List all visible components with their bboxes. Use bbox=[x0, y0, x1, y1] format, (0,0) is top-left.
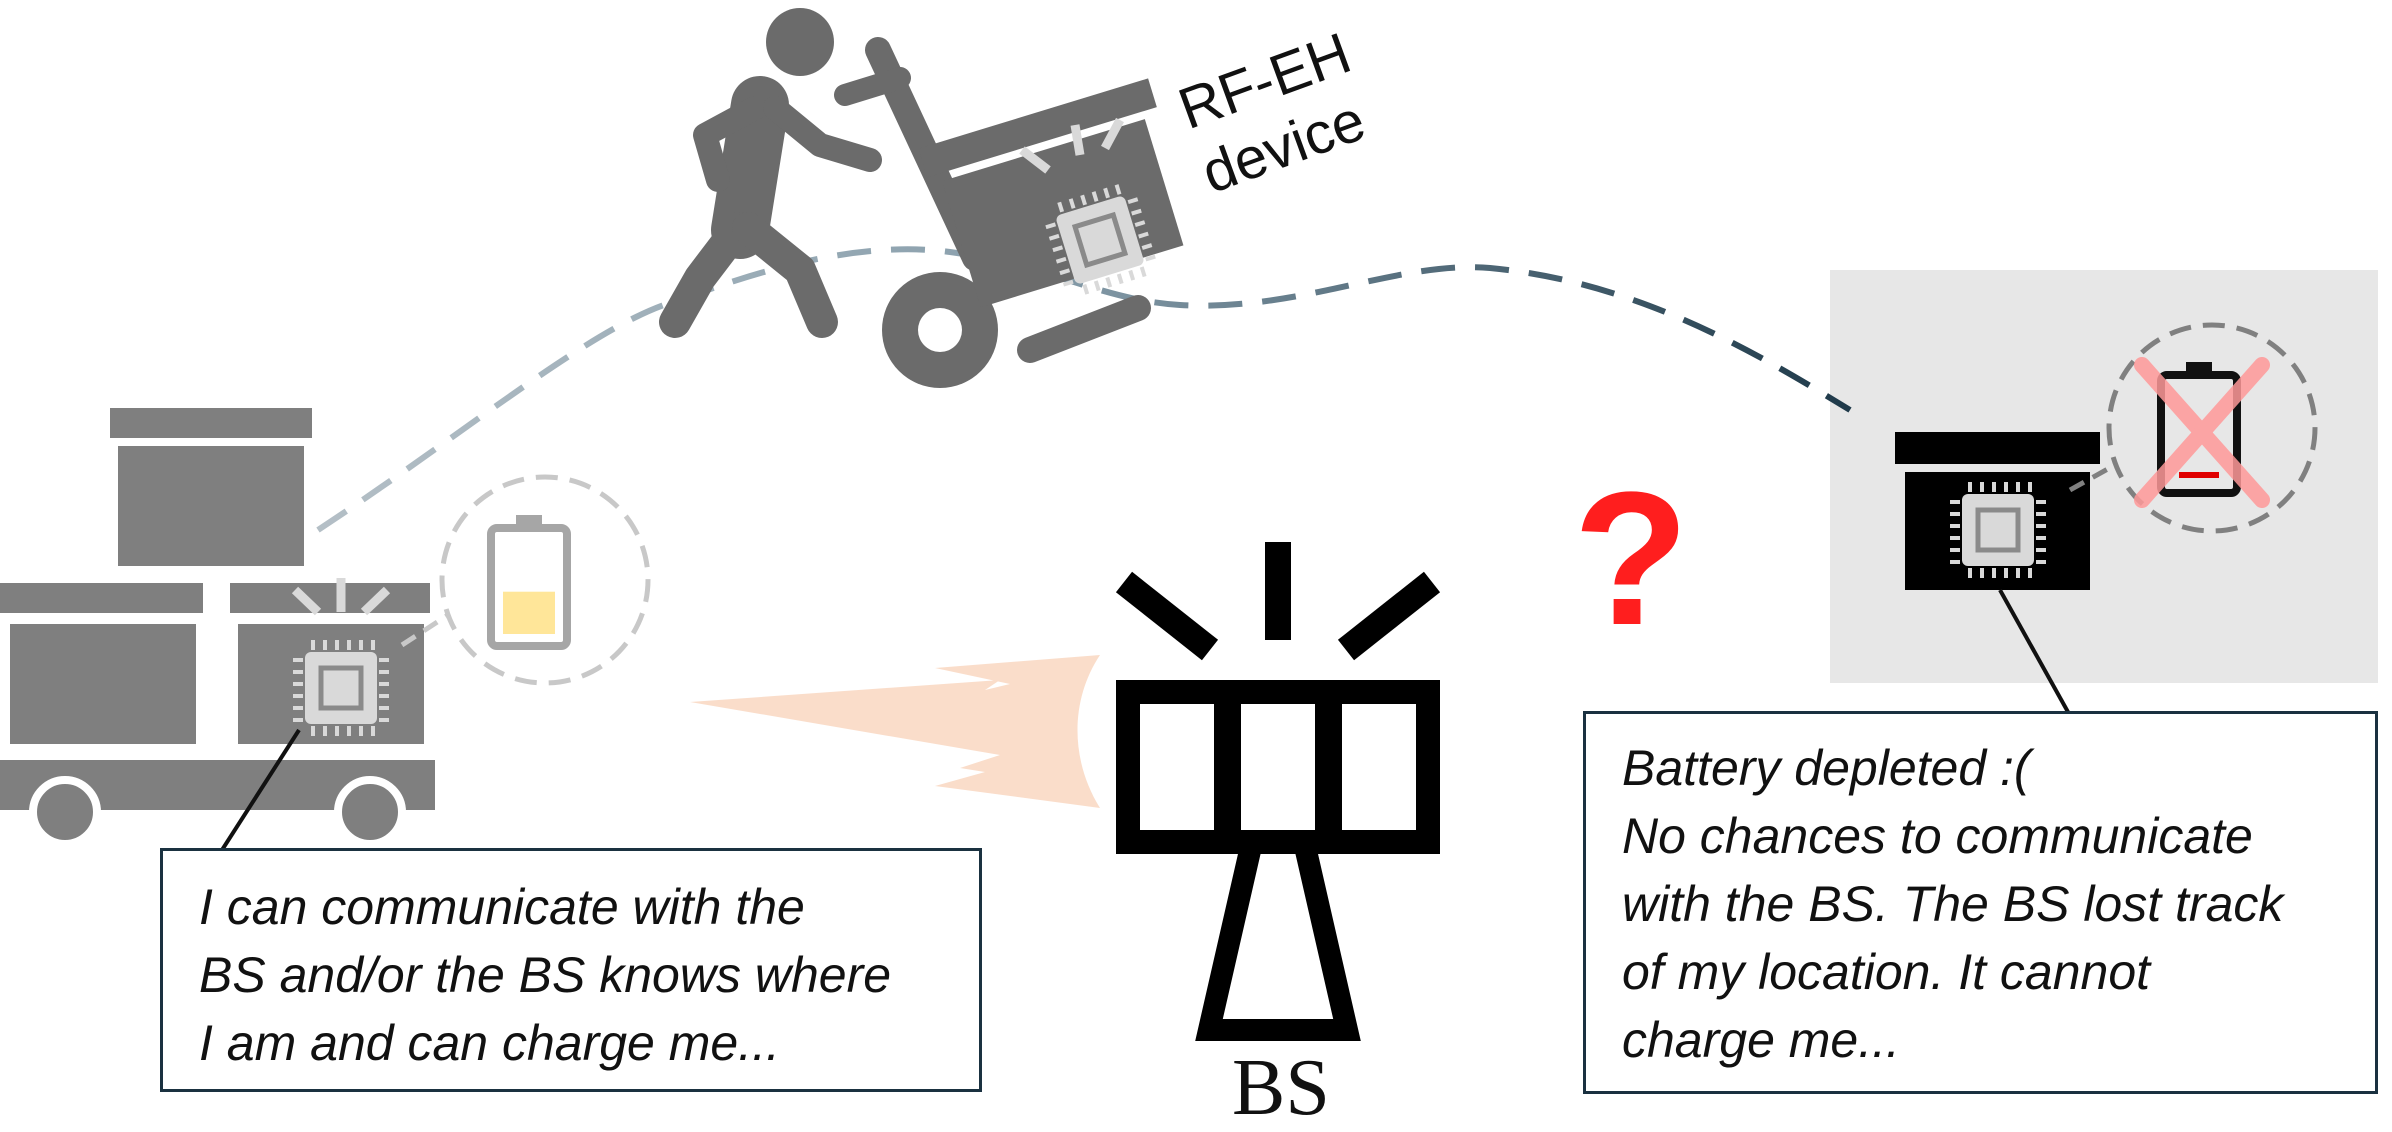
question-mark-icon: ? bbox=[1573, 453, 1690, 665]
leader-line-left bbox=[220, 728, 301, 852]
radio-tower-icon bbox=[1115, 542, 1441, 1041]
signal-rays-icon bbox=[291, 578, 391, 616]
cross-icon bbox=[2134, 357, 2270, 508]
bubble-connector bbox=[2068, 462, 2117, 493]
hand-truck-icon bbox=[834, 37, 1184, 388]
battery-icon bbox=[487, 515, 571, 650]
base-station-label: BS bbox=[1232, 1044, 1330, 1132]
signal-beam bbox=[690, 655, 1100, 808]
battery-bubble bbox=[2106, 322, 2318, 534]
battery-icon bbox=[2157, 362, 2241, 497]
battery-fill bbox=[2179, 472, 2219, 478]
chip-icon bbox=[1045, 184, 1156, 295]
signal-rays-icon bbox=[1019, 117, 1124, 174]
battery-fill bbox=[503, 591, 555, 634]
bubble-connector bbox=[400, 612, 450, 648]
battery-bubble bbox=[439, 474, 651, 686]
person-walking-icon bbox=[659, 8, 882, 338]
connected-device-note: I can communicate with the BS and/or the… bbox=[160, 848, 982, 1092]
leader-line-right bbox=[1998, 589, 2070, 713]
chip-icon bbox=[1950, 482, 2046, 578]
cart-with-boxes bbox=[0, 408, 435, 848]
chip-icon bbox=[293, 640, 389, 736]
depleted-device-note: Battery depleted :( No chances to commun… bbox=[1583, 711, 2378, 1094]
